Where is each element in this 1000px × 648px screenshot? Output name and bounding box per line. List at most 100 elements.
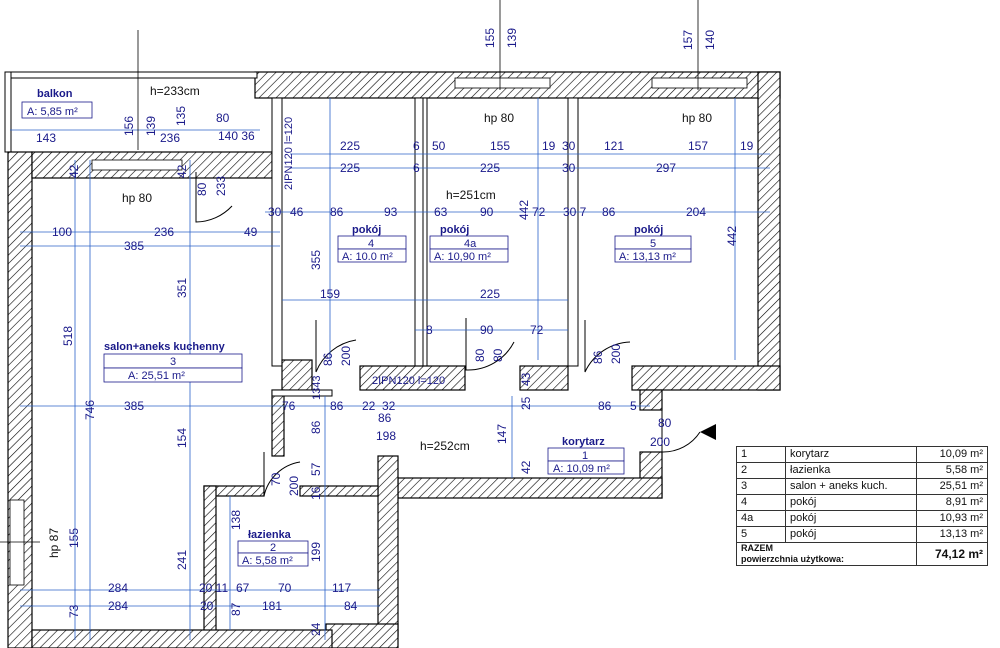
dim-80d: 80 xyxy=(491,348,505,362)
dim-100: 100 xyxy=(52,225,72,239)
room-tag-salon: salon+aneks kuchenny 3 A: 25,51 m² xyxy=(103,341,243,383)
dim-2011: 20 11 xyxy=(199,581,228,595)
room-name: balkon xyxy=(37,88,73,100)
dim-147: 147 xyxy=(495,424,509,444)
dim-86a: 86 xyxy=(330,205,344,219)
dim-30b: 30 xyxy=(562,161,576,175)
dim-355: 355 xyxy=(309,250,323,270)
dim-86f: 86 xyxy=(378,411,392,425)
dim-top-140: 140 xyxy=(703,30,717,50)
room-number: 2 xyxy=(270,542,276,554)
dim-159: 159 xyxy=(320,287,340,301)
room-name: pokój xyxy=(634,224,663,236)
hp80-room5: hp 80 xyxy=(682,111,712,125)
dim-181: 181 xyxy=(262,599,282,613)
room-name: korytarz xyxy=(562,436,605,448)
room-name: pokój xyxy=(440,224,469,236)
dim-225c: 225 xyxy=(480,161,500,175)
legend-num: 2 xyxy=(736,462,786,479)
legend-num: 3 xyxy=(736,478,786,495)
dim-198: 198 xyxy=(376,429,396,443)
dim-518: 518 xyxy=(61,326,75,346)
room-area: A: 10,09 m² xyxy=(553,463,610,475)
dim-42a: 42 xyxy=(67,164,81,178)
dim-6a: 6 xyxy=(413,139,420,153)
dim-72b: 72 xyxy=(530,323,544,337)
dimension-labels: 155 139 157 140 156 139 135 80 140 36 14… xyxy=(36,28,754,636)
height-labels: h=233cm h=251cm h=252cm hp 80 hp 80 hp 8… xyxy=(47,84,712,558)
dim-86d: 86 xyxy=(591,350,605,364)
dim-200a: 200 xyxy=(339,346,353,366)
dim-236b: 236 xyxy=(154,225,174,239)
legend-value: 25,51 m² xyxy=(916,478,988,495)
ipn-beam-vertical: 2IPN120 l=120 xyxy=(283,117,295,190)
room-area: A: 5,58 m² xyxy=(242,555,293,567)
dim-233: 233 xyxy=(214,176,228,196)
legend-name: łazienka xyxy=(785,462,917,479)
room-number: 3 xyxy=(170,356,176,368)
dim-155b: 155 xyxy=(67,528,81,548)
dim-70b: 70 xyxy=(278,581,292,595)
dim-351: 351 xyxy=(175,278,189,298)
dim-72a: 72 xyxy=(532,205,546,219)
dim-5: 5 xyxy=(630,399,637,413)
room-area: A: 10.0 m² xyxy=(342,251,393,263)
dim-86e: 86 xyxy=(330,399,344,413)
dimension-lines xyxy=(0,0,770,640)
dim-225d: 225 xyxy=(480,287,500,301)
dim-284a: 284 xyxy=(108,581,128,595)
walls xyxy=(4,71,781,648)
legend-num: 1 xyxy=(736,446,786,463)
dim-297: 297 xyxy=(656,161,676,175)
legend-num: 4a xyxy=(736,510,786,527)
dim-121: 121 xyxy=(604,139,624,153)
dim-42b: 42 xyxy=(175,164,189,178)
room-tag-lazienka: łazienka 2 A: 5,58 m² xyxy=(237,529,309,567)
dim-200b: 200 xyxy=(609,344,623,364)
legend-value: 5,58 m² xyxy=(916,462,988,479)
dim-199: 199 xyxy=(309,542,323,562)
dim-42c: 42 xyxy=(519,460,533,474)
dim-19a: 19 xyxy=(542,139,556,153)
dim-117: 117 xyxy=(332,581,351,595)
height-233: h=233cm xyxy=(150,84,200,98)
legend-name: pokój xyxy=(785,494,917,511)
windows xyxy=(9,77,748,586)
dim-204: 204 xyxy=(686,205,706,219)
dim-90a: 90 xyxy=(480,205,494,219)
summary-value: 74,12 m² xyxy=(916,542,988,566)
room-number: 4 xyxy=(368,238,374,250)
hp80-room4a: hp 80 xyxy=(484,111,514,125)
legend-value: 10,09 m² xyxy=(916,446,988,463)
legend-num: 5 xyxy=(736,526,786,543)
legend-name: korytarz xyxy=(785,446,917,463)
dim-86b: 86 xyxy=(602,205,616,219)
room-tag-korytarz: korytarz 1 A: 10,09 m² xyxy=(547,436,625,475)
legend-num: 4 xyxy=(736,494,786,511)
legend-value: 8,91 m² xyxy=(916,494,988,511)
dim-80e: 80 xyxy=(658,416,672,430)
dim-46: 46 xyxy=(290,205,304,219)
dim-6b: 6 xyxy=(413,161,420,175)
dim-43: 43 xyxy=(519,372,533,386)
legend-value: 13,13 m² xyxy=(916,526,988,543)
dim-top-139: 139 xyxy=(505,28,519,48)
dim-135: 135 xyxy=(174,106,188,126)
room-number: 5 xyxy=(650,238,656,250)
dim-139b: 139 xyxy=(144,116,158,136)
room-number: 4a xyxy=(464,238,477,250)
dim-93: 93 xyxy=(384,205,398,219)
dim-80a: 80 xyxy=(216,111,230,125)
dim-1343: 1343 xyxy=(311,376,323,400)
dim-57: 57 xyxy=(309,462,323,476)
hp80-salon: hp 80 xyxy=(122,191,152,205)
dim-63: 63 xyxy=(434,205,448,219)
dim-67: 67 xyxy=(236,581,250,595)
dim-86h: 86 xyxy=(309,420,323,434)
dim-30a: 30 xyxy=(562,139,576,153)
